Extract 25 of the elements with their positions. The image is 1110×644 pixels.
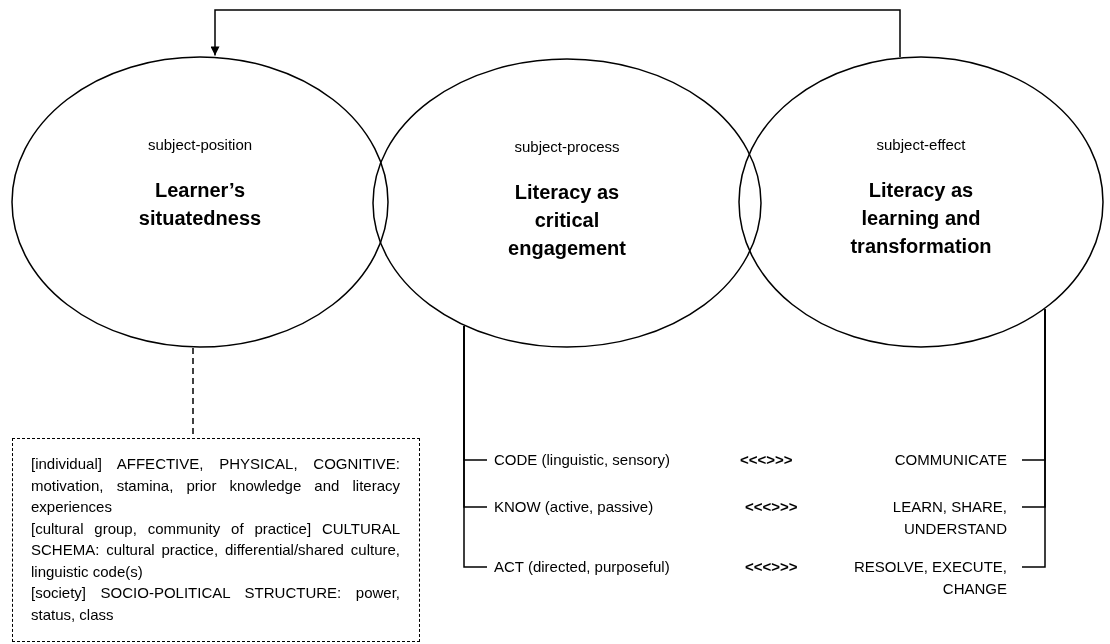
ellipse-title: Learner’s situatedness [137, 178, 263, 231]
note-text: [society] SOCIO-POLITICAL STRUCTURE: power, status, class [31, 583, 400, 625]
subtitle: subject-process [514, 138, 620, 156]
bracket-text: CODE (linguistic, sensory) [494, 449, 670, 471]
dashed-box [12, 438, 420, 642]
bracket-text: ACT (directed, purposeful) [494, 556, 670, 578]
ellipse [11, 56, 389, 348]
subtitle: subject-position [147, 136, 253, 154]
bracket-line [463, 325, 488, 568]
bidirectional-symbol: <<<>>> [740, 450, 793, 470]
bracket-text: COMMUNICATE [894, 449, 1007, 471]
ellipse [372, 58, 762, 348]
bidirectional-symbol: <<<>>> [745, 557, 798, 577]
bracket-line [1021, 308, 1046, 568]
note-text: [cultural group, community of practice] CULTURAL SCHEMA: cultural practice, differential/shared culture, linguistic code(s) [31, 518, 400, 582]
subtitle: subject-effect [876, 136, 966, 154]
feedback-arrow [210, 9, 901, 58]
ellipse [738, 56, 1104, 348]
bracket-text: KNOW (active, passive) [494, 496, 654, 518]
note-text: [individual] AFFECTIVE, PHYSICAL, COGNITIVE: motivation, stamina, prior knowledge and literacy experiences [31, 454, 400, 517]
ellipse-title: Literacy as learning and transformation [849, 178, 993, 259]
bracket-text: LEARN, SHARE, UNDERSTAND [852, 496, 1007, 540]
bidirectional-symbol: <<<>>> [745, 497, 798, 517]
bracket-text: RESOLVE, EXECUTE, CHANGE [822, 556, 1007, 600]
ellipse-title: Literacy as critical engagement [507, 180, 627, 261]
